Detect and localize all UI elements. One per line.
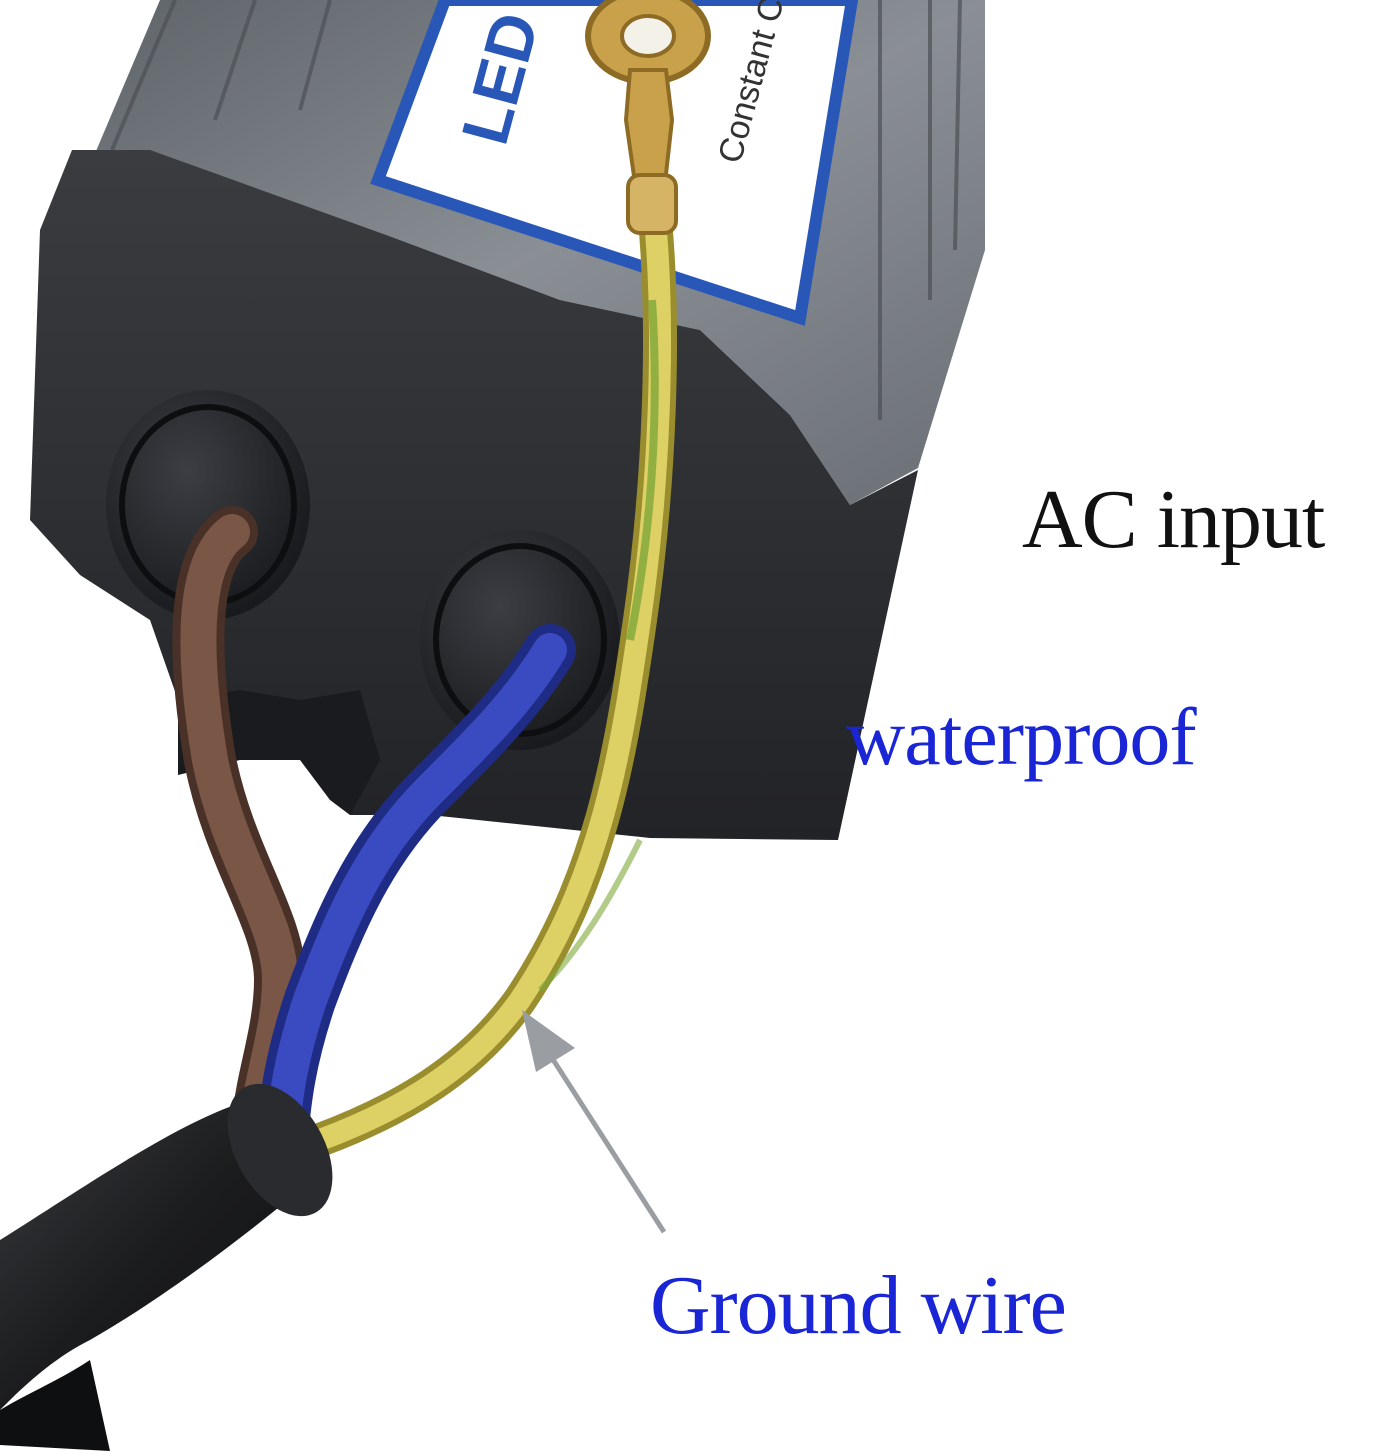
ring-terminal-icon: [585, 0, 711, 235]
cable-gland-right: [420, 530, 620, 750]
wire-ground: [303, 203, 677, 1157]
arrow-icon: [522, 1010, 667, 1234]
cable-sheath: [0, 1083, 333, 1451]
caption-waterproof: waterproof: [846, 691, 1197, 782]
wire-blue: [256, 624, 576, 1166]
caption-ac-input: AC input: [1022, 473, 1325, 566]
caption-ground-wire: Ground wire: [650, 1259, 1067, 1352]
